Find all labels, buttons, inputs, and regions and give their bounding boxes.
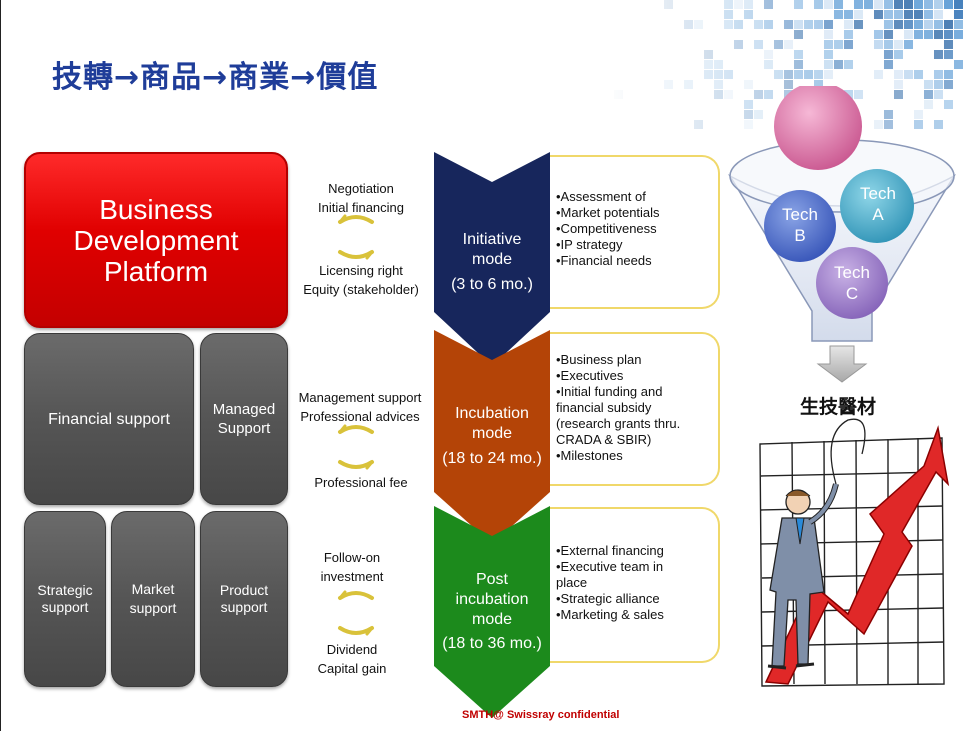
flow-3-bottom-line-2: Capital gain [317,661,387,676]
flow-2-bottom-line-1: Professional fee [314,475,408,490]
tech-b-line-1: Tech [782,205,818,224]
post-incubation-chevron [434,506,550,718]
flow-1-bottom-line-2: Equity (stakeholder) [303,282,419,297]
market-label-2: support [129,600,177,616]
flow-1-bottom: Licensing right Equity (stakeholder) [296,261,426,299]
flow-3-bottom-line-1: Dividend [326,642,378,657]
incubation-name-2: mode [471,425,513,442]
incubation-details-box: •Business plan •Executives •Initial fund… [548,332,720,486]
initiative-item: •Financial needs [556,253,652,268]
initiative-item: •IP strategy [556,237,623,252]
incubation-name-1: Incubation [455,405,529,422]
flow-1-top: Negotiation Initial financing [296,179,426,217]
post-incubation-item: •Executive team in [556,559,664,574]
post-incubation-details-box: •External financing •Executive team in p… [548,507,720,663]
post-incubation-name-2: incubation [455,591,529,608]
post-incubation-mode-label: Post incubation mode (18 to 36 mo.) [434,570,550,654]
financial-support-box: Financial support [24,333,194,505]
initiative-name-2: mode [471,251,513,268]
tech-b-line-2: B [794,226,806,245]
post-incubation-item: •External financing [556,543,664,558]
flow-3-top: Follow-on investment [296,548,408,586]
tech-c-sphere [816,247,888,319]
market-support-box: Market support [111,511,195,687]
flow-2-top-line-1: Management support [298,390,422,405]
strategic-label-1: Strategic [37,582,93,598]
flow-3-top-line-1: Follow-on [323,550,381,565]
incubation-item: CRADA & SBIR) [556,432,652,447]
down-arrow-icon [816,345,868,383]
flow-1-top-line-2: Initial financing [318,200,404,215]
managed-support-box: Managed Support [200,333,288,505]
flow-3-top-line-2: investment [320,569,384,584]
upward-trend-arrow-icon [764,425,950,685]
platform-main-label: Business Development Platform [73,193,239,287]
tech-b-sphere [764,190,836,262]
initiative-mode-label: Initiative mode (3 to 6 mo.) [434,230,550,295]
flow-1-bottom-line-1: Licensing right [319,263,403,278]
business-growth-clipart [759,418,950,687]
tech-a-line-1: Tech [860,184,896,203]
product-label-1: Product [219,582,269,598]
tech-a-label: Tech A [858,183,898,225]
initiative-item: •Assessment of [556,189,646,204]
pink-sphere [774,86,862,170]
business-development-platform-box: Business Development Platform [24,152,288,328]
initiative-chevron [434,152,550,366]
flow-1-top-line-1: Negotiation [328,181,394,196]
initiative-item: •Competitiveness [556,221,657,236]
initiative-details-box: •Assessment of •Market potentials •Compe… [548,155,720,309]
incubation-item: financial subsidy [556,400,652,415]
post-incubation-name-1: Post [475,571,508,588]
post-incubation-duration: (18 to 36 mo.) [442,635,542,652]
product-label-2: support [220,599,268,615]
exchange-swirl-icon [338,424,374,470]
incubation-item: (research grants thru. [556,416,681,431]
incubation-item: •Business plan [556,352,642,367]
managed-label-1: Managed [212,401,276,418]
flow-3-bottom: Dividend Capital gain [296,640,408,678]
strategic-label-2: support [41,599,89,615]
exchange-swirl-icon [338,214,374,260]
incubation-mode-label: Incubation mode (18 to 24 mo.) [434,404,550,469]
tech-c-line-2: C [845,284,859,303]
exchange-swirl-icon [338,590,374,636]
incubation-item: •Executives [556,368,624,383]
technology-funnel-diagram [727,86,957,383]
biomedical-label: 生技醫材 [800,396,877,418]
post-incubation-name-3: mode [471,611,513,628]
businessman-figure [767,418,866,670]
flow-2-top-line-2: Professional advices [300,409,420,424]
tech-c-line-1: Tech [834,263,870,282]
market-label-1: Market [131,581,175,597]
tech-a-line-2: A [872,205,884,224]
incubation-item: •Initial funding and [556,384,663,399]
confidential-footer: SMTH@ Swissray confidential [462,709,620,721]
product-support-box: Product support [200,511,288,687]
corner-mosaic-decoration [604,0,964,130]
financial-support-label: Financial support [48,410,170,428]
initiative-name-1: Initiative [462,231,522,248]
post-incubation-item: •Strategic alliance [556,591,660,606]
initiative-item: •Market potentials [556,205,660,220]
flow-2-bottom: Professional fee [296,473,426,492]
incubation-duration: (18 to 24 mo.) [442,450,542,467]
tech-a-sphere [840,169,914,243]
post-incubation-item: place [556,575,588,590]
incubation-chevron [434,330,550,544]
tech-b-label: Tech B [780,204,820,246]
tech-c-label: Tech C [832,262,872,304]
managed-label-2: Support [217,420,271,437]
page-title: 技轉→商品→商業→價值 [52,60,379,95]
strategic-support-box: Strategic support [24,511,106,687]
incubation-item: •Milestones [556,448,623,463]
flow-2-top: Management support Professional advices [288,388,432,426]
post-incubation-item: •Marketing & sales [556,607,664,622]
initiative-duration: (3 to 6 mo.) [451,276,533,293]
